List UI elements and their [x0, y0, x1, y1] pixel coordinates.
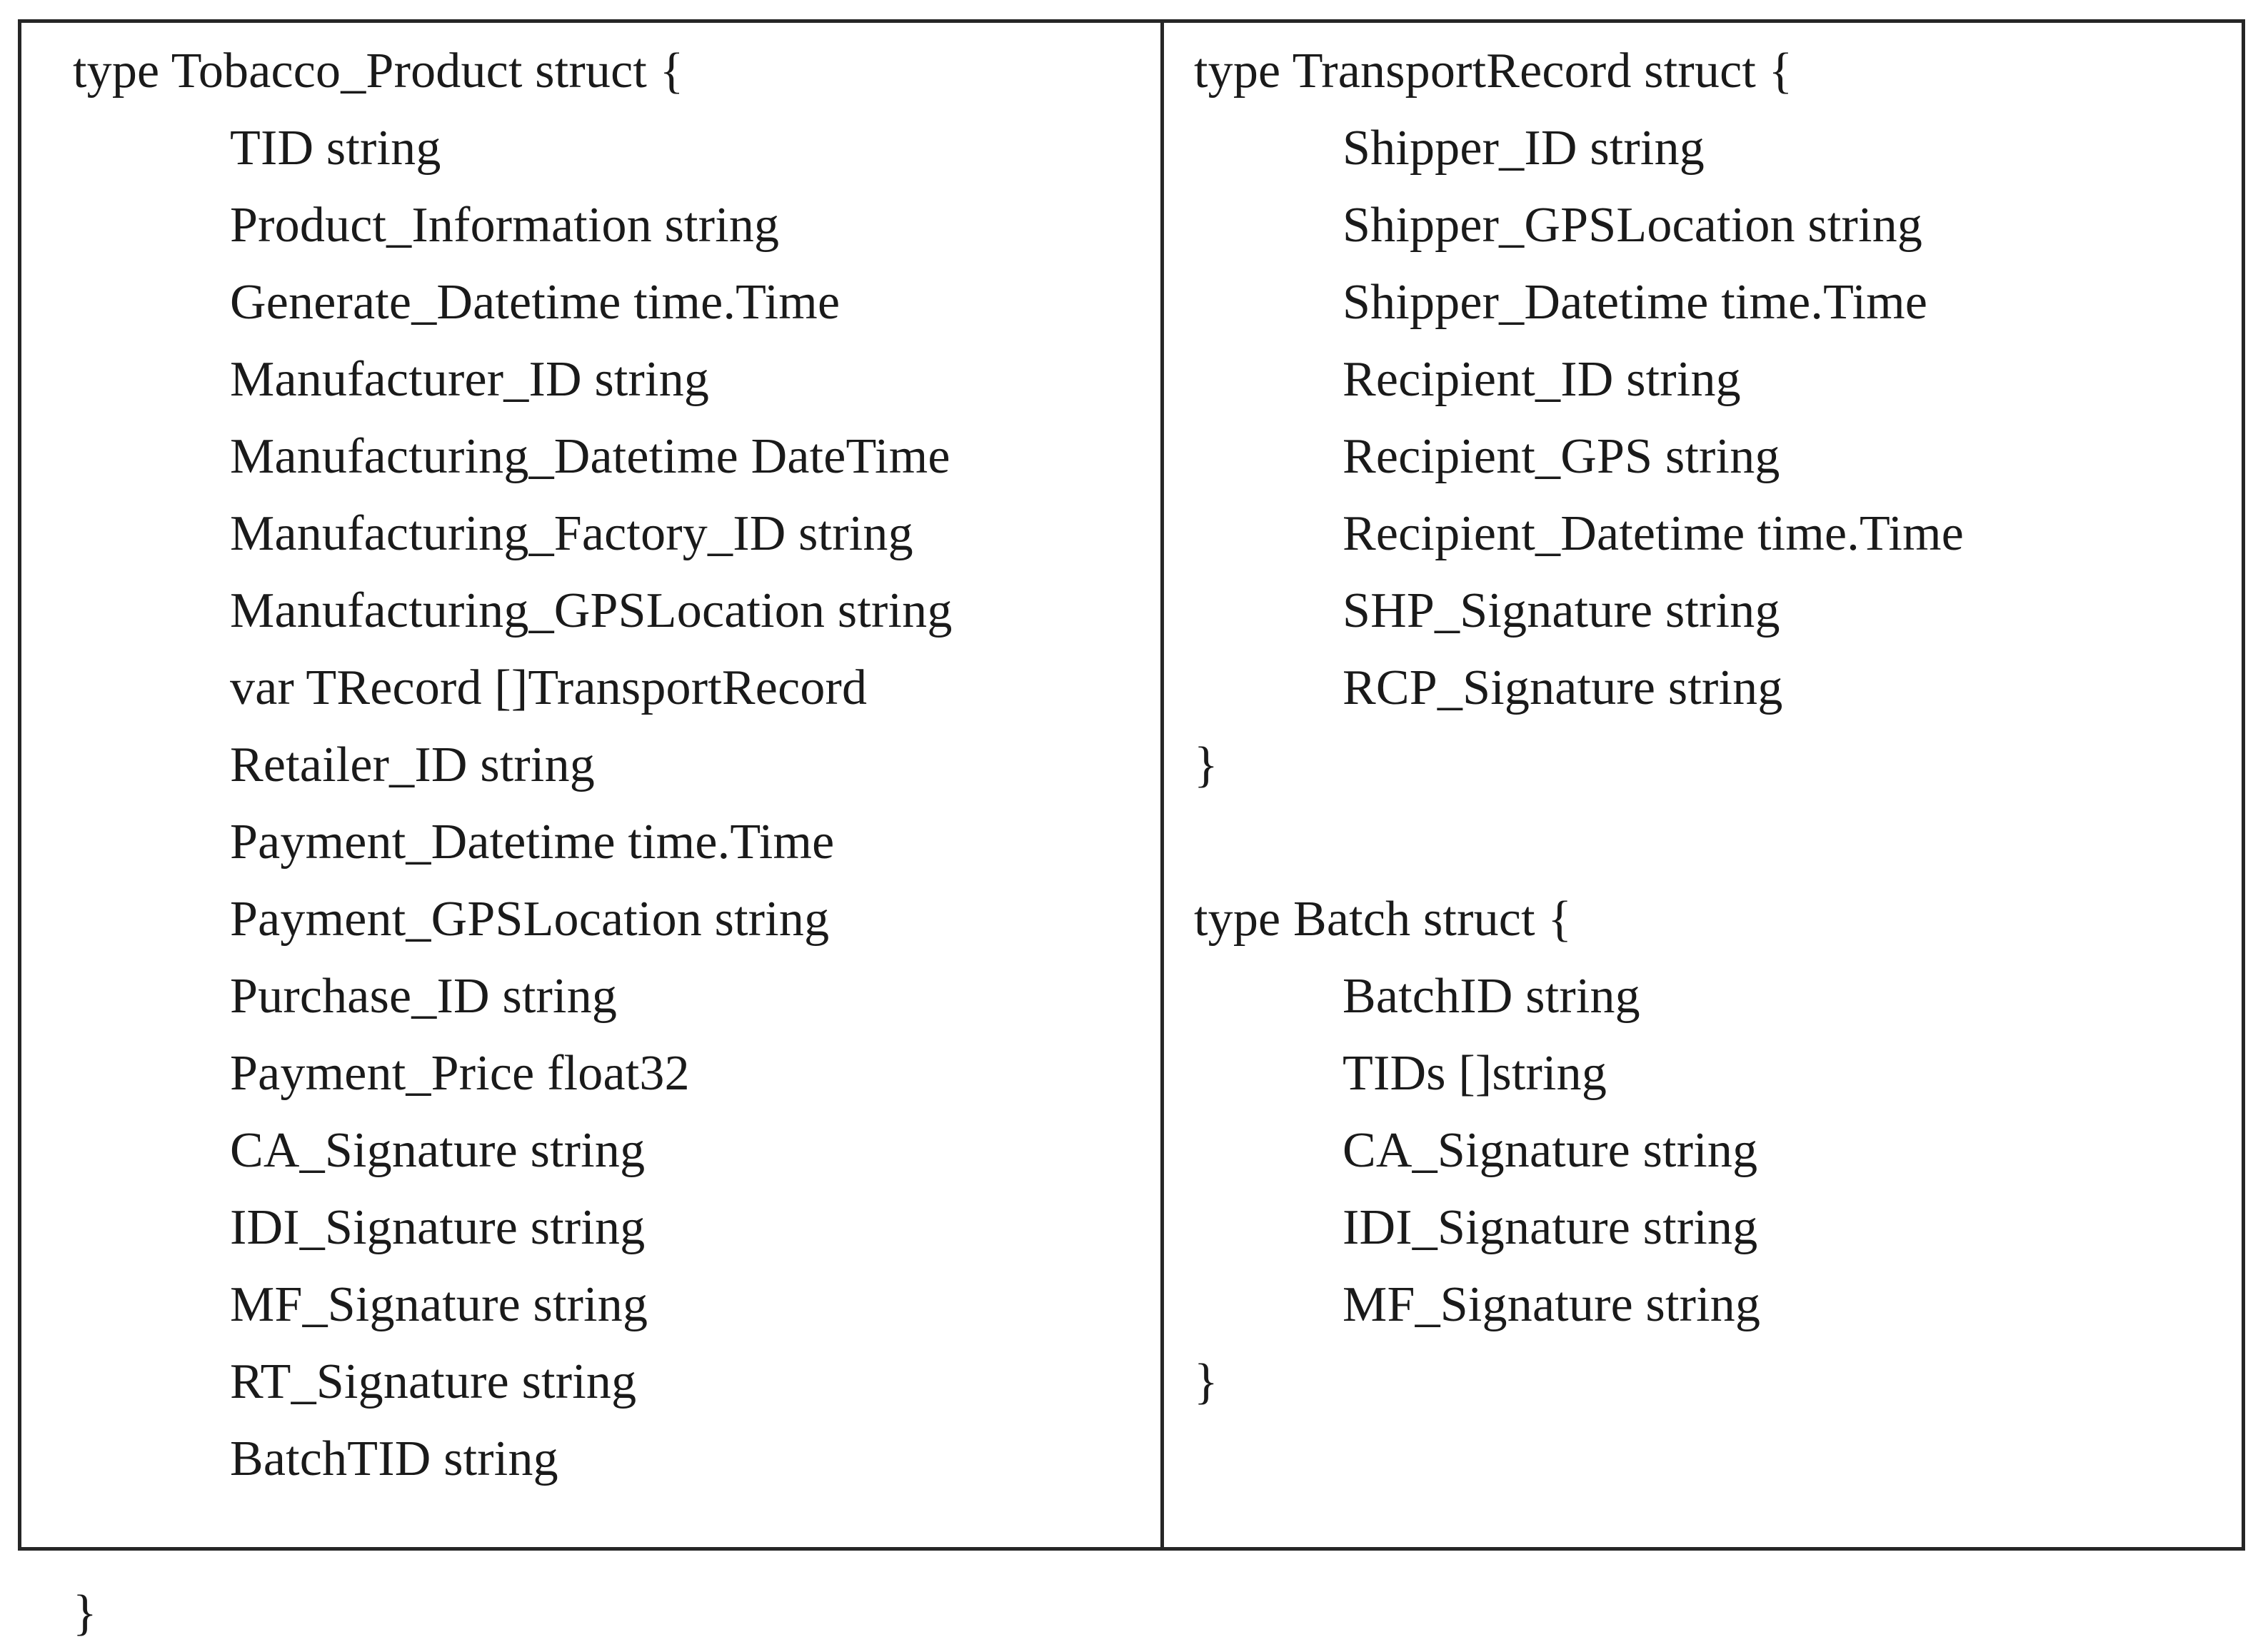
code-line: MF_Signature string	[1343, 1277, 1761, 1332]
code-line: type Batch struct {	[1194, 892, 1572, 947]
code-line: TID string	[230, 121, 441, 176]
code-line-blank	[73, 1498, 1160, 1575]
code-line: Recipient_ID string	[1343, 352, 1741, 407]
code-line: Payment_Datetime time.Time	[230, 815, 835, 870]
code-line: Payment_Price float32	[230, 1046, 690, 1101]
code-line: Product_Information string	[230, 198, 780, 253]
code-column-transportrecord-batch: type TransportRecord struct { Shipper_ID …	[1164, 23, 2242, 1547]
code-line: }	[1194, 737, 1218, 792]
code-line: BatchID string	[1343, 969, 1640, 1024]
code-line: SHP_Signature string	[1343, 583, 1780, 638]
code-line: Recipient_GPS string	[1343, 429, 1780, 484]
code-line: Purchase_ID string	[230, 969, 618, 1024]
code-line: }	[1194, 1354, 1218, 1409]
code-line: Shipper_Datetime time.Time	[1343, 275, 1928, 330]
code-line: var TRecord []TransportRecord	[230, 660, 868, 715]
code-line: Recipient_Datetime time.Time	[1343, 506, 1965, 561]
code-line: Retailer_ID string	[230, 737, 595, 792]
code-line: MF_Signature string	[230, 1277, 648, 1332]
code-line: TIDs []string	[1343, 1046, 1607, 1101]
code-line: Shipper_ID string	[1343, 121, 1705, 176]
code-line: CA_Signature string	[230, 1123, 646, 1178]
code-line-blank	[1194, 804, 2242, 881]
code-line: Payment_GPSLocation string	[230, 892, 830, 947]
code-line: type Tobacco_Product struct {	[73, 44, 684, 99]
code-line: type TransportRecord struct {	[1194, 44, 1793, 99]
code-line: RT_Signature string	[230, 1354, 637, 1409]
code-line: Manufacturing_Factory_ID string	[230, 506, 913, 561]
code-line: Manufacturer_ID string	[230, 352, 710, 407]
code-line: Generate_Datetime time.Time	[230, 275, 841, 330]
code-line: CA_Signature string	[1343, 1123, 1758, 1178]
code-line: IDI_Signature string	[230, 1200, 646, 1255]
code-line: }	[73, 1586, 97, 1641]
code-line: BatchTID string	[230, 1431, 558, 1486]
code-line: Shipper_GPSLocation string	[1343, 198, 1923, 253]
code-line: RCP_Signature string	[1343, 660, 1783, 715]
code-line: Manufacturing_Datetime DateTime	[230, 429, 950, 484]
code-line: Manufacturing_GPSLocation string	[230, 583, 953, 638]
code-line: IDI_Signature string	[1343, 1200, 1758, 1255]
